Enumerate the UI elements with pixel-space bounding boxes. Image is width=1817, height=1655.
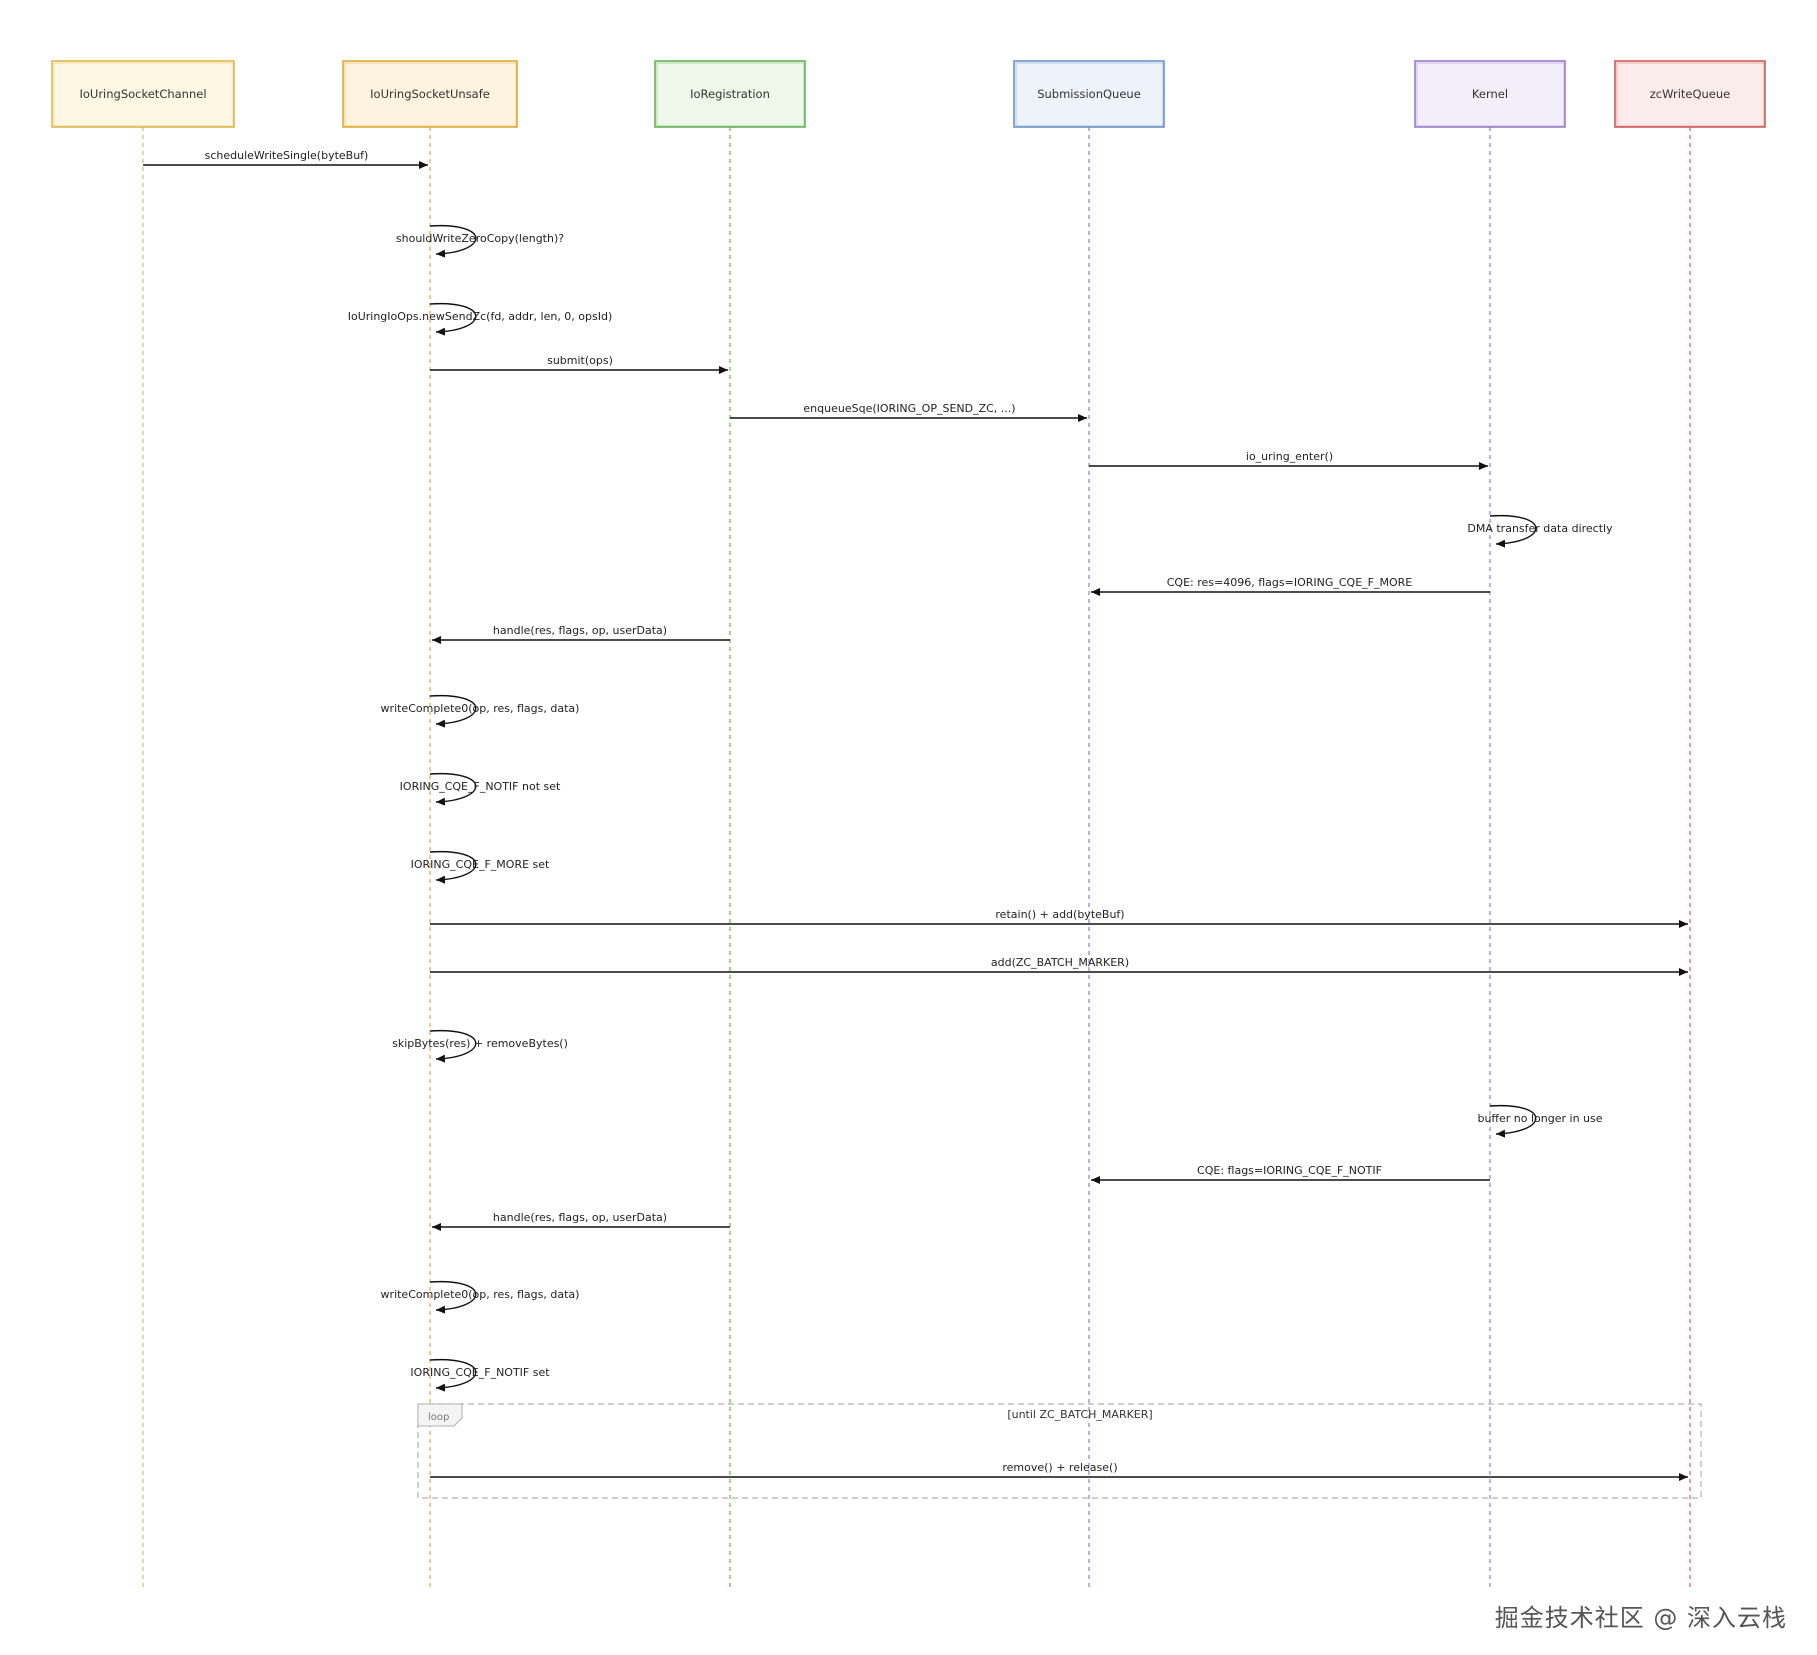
message-1: scheduleWriteSingle(byteBuf) xyxy=(143,149,428,169)
participant-box xyxy=(342,60,518,128)
participant-label: Kernel xyxy=(1472,87,1508,101)
loop-guard: [until ZC_BATCH_MARKER] xyxy=(1007,1408,1152,1421)
loop-tag-box xyxy=(417,1403,463,1427)
message-label: handle(res, flags, op, userData) xyxy=(493,624,667,637)
message-label: buffer no longer in use xyxy=(1477,1112,1602,1125)
participant-label: IoUringSocketChannel xyxy=(79,87,206,101)
message-5: enqueueSqe(IORING_OP_SEND_ZC, ...) xyxy=(730,402,1087,422)
message-label: CQE: res=4096, flags=IORING_CQE_F_MORE xyxy=(1167,576,1413,589)
message-8: CQE: res=4096, flags=IORING_CQE_F_MORE xyxy=(1091,576,1490,596)
message-label: handle(res, flags, op, userData) xyxy=(493,1211,667,1224)
message-label: IORING_CQE_F_NOTIF set xyxy=(410,1366,550,1379)
participant-box-sketch xyxy=(344,62,517,127)
message-label: io_uring_enter() xyxy=(1246,450,1333,463)
message-18: handle(res, flags, op, userData) xyxy=(432,1211,730,1231)
message-10: writeComplete0(op, res, flags, data) xyxy=(381,694,580,728)
self-arrow xyxy=(429,1280,477,1314)
self-arrow xyxy=(429,224,477,258)
message-label: writeComplete0(op, res, flags, data) xyxy=(381,702,580,715)
message-7: DMA transfer data directly xyxy=(1467,514,1613,548)
participant-box-sketch xyxy=(1416,62,1565,127)
message-label: scheduleWriteSingle(byteBuf) xyxy=(205,149,369,162)
self-arrow xyxy=(1489,1104,1537,1138)
participant-channel: IoUringSocketChannel xyxy=(51,60,235,128)
participant-unsafe: IoUringSocketUnsafe xyxy=(342,60,518,128)
message-21: remove() + release() xyxy=(430,1461,1688,1481)
message-12: IORING_CQE_F_MORE set xyxy=(411,850,550,884)
message-3: IoUringIoOps.newSendZc(fd, addr, len, 0,… xyxy=(348,302,613,336)
participant-kernel: Kernel xyxy=(1414,60,1566,128)
self-arrow xyxy=(429,1358,477,1392)
participant-box xyxy=(51,60,235,128)
participant-label: zcWriteQueue xyxy=(1650,87,1731,101)
message-label: submit(ops) xyxy=(547,354,613,367)
message-label: CQE: flags=IORING_CQE_F_NOTIF xyxy=(1197,1164,1382,1177)
message-label: retain() + add(byteBuf) xyxy=(995,908,1124,921)
loop-box xyxy=(417,1403,1702,1499)
participant-label: SubmissionQueue xyxy=(1037,87,1141,101)
message-label: IORING_CQE_F_MORE set xyxy=(411,858,550,871)
self-arrow xyxy=(429,850,477,884)
participant-box xyxy=(1414,60,1566,128)
participant-zc: zcWriteQueue xyxy=(1614,60,1766,128)
message-2: shouldWriteZeroCopy(length)? xyxy=(396,224,564,258)
message-20: IORING_CQE_F_NOTIF set xyxy=(410,1358,550,1392)
loop-tag: loop xyxy=(428,1412,449,1423)
message-label: writeComplete0(op, res, flags, data) xyxy=(381,1288,580,1301)
message-label: IoUringIoOps.newSendZc(fd, addr, len, 0,… xyxy=(348,310,613,323)
participant-box xyxy=(1013,60,1165,128)
message-4: submit(ops) xyxy=(430,354,728,374)
message-6: io_uring_enter() xyxy=(1089,450,1488,470)
participant-reg: IoRegistration xyxy=(654,60,806,128)
message-13: retain() + add(byteBuf) xyxy=(430,908,1688,928)
self-arrow xyxy=(429,302,477,336)
message-15: skipBytes(res) + removeBytes() xyxy=(392,1029,568,1063)
message-label: IORING_CQE_F_NOTIF not set xyxy=(400,780,561,793)
participant-box xyxy=(654,60,806,128)
message-14: add(ZC_BATCH_MARKER) xyxy=(430,956,1688,976)
message-label: enqueueSqe(IORING_OP_SEND_ZC, ...) xyxy=(803,402,1015,415)
message-label: add(ZC_BATCH_MARKER) xyxy=(991,956,1129,969)
message-label: shouldWriteZeroCopy(length)? xyxy=(396,232,564,245)
self-arrow xyxy=(1489,514,1537,548)
participant-box-sketch xyxy=(656,62,805,127)
message-label: skipBytes(res) + removeBytes() xyxy=(392,1037,568,1050)
participant-box-sketch xyxy=(1616,62,1765,127)
participant-box-sketch xyxy=(53,62,234,127)
participant-label: IoRegistration xyxy=(690,87,770,101)
message-11: IORING_CQE_F_NOTIF not set xyxy=(400,772,561,806)
message-17: CQE: flags=IORING_CQE_F_NOTIF xyxy=(1091,1164,1490,1184)
watermark-credit: 掘金技术社区 @ 深入云栈 xyxy=(1494,1604,1787,1632)
participant-sq: SubmissionQueue xyxy=(1013,60,1165,128)
self-arrow xyxy=(429,772,477,806)
message-label: remove() + release() xyxy=(1002,1461,1117,1474)
self-arrow xyxy=(429,694,477,728)
participant-box xyxy=(1614,60,1766,128)
loop-frame: loop [until ZC_BATCH_MARKER] xyxy=(417,1403,1702,1499)
participant-box-sketch xyxy=(1015,62,1164,127)
message-9: handle(res, flags, op, userData) xyxy=(432,624,730,644)
message-19: writeComplete0(op, res, flags, data) xyxy=(381,1280,580,1314)
self-arrow xyxy=(429,1029,477,1063)
participant-label: IoUringSocketUnsafe xyxy=(370,87,490,101)
message-label: DMA transfer data directly xyxy=(1467,522,1613,535)
message-16: buffer no longer in use xyxy=(1477,1104,1603,1138)
